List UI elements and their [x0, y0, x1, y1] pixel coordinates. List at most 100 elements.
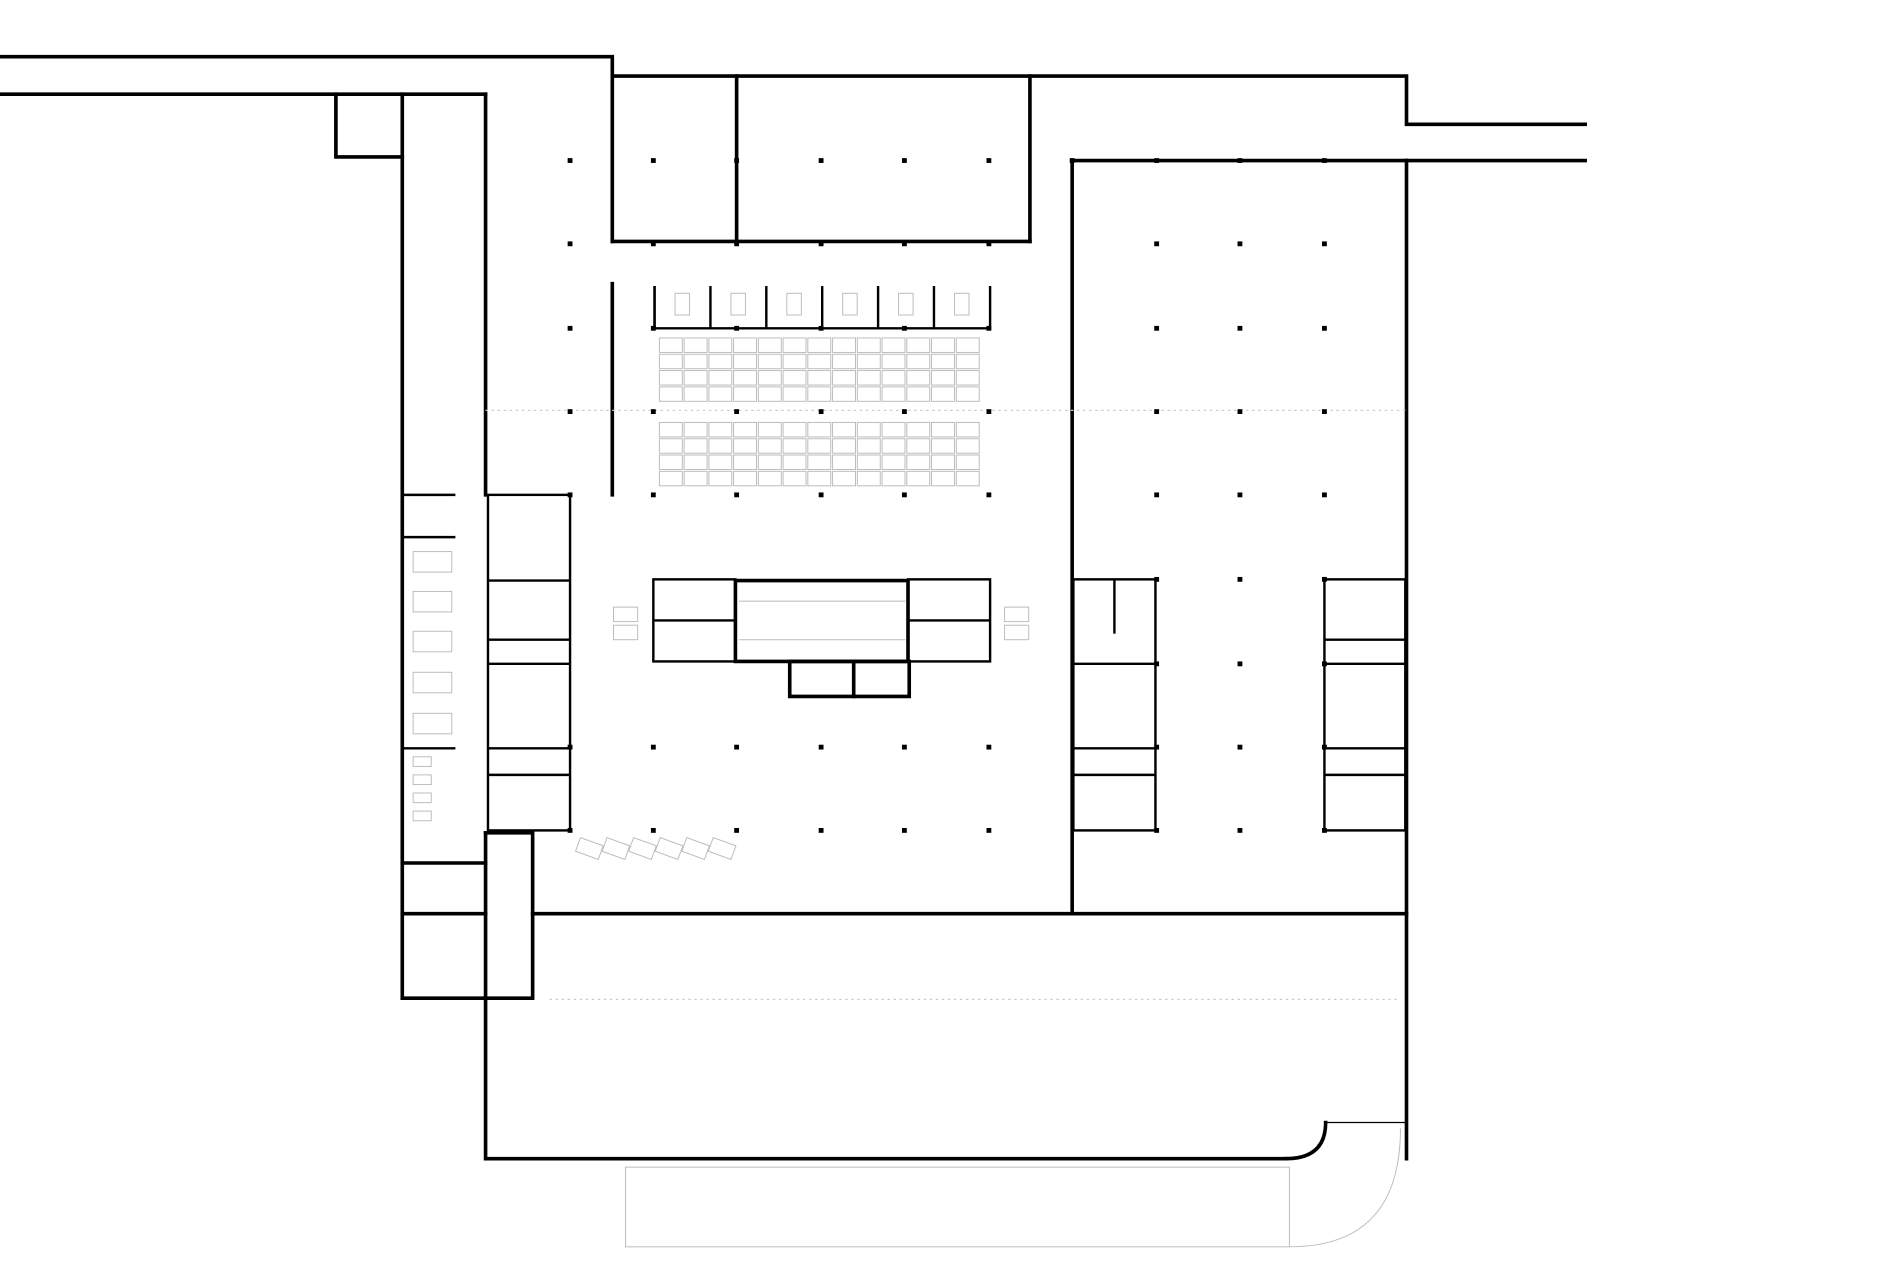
- parking-bay: [412, 590, 453, 613]
- column: [734, 744, 740, 750]
- desk: [658, 470, 683, 487]
- column: [567, 492, 573, 498]
- desk: [757, 353, 782, 370]
- desk: [733, 370, 758, 386]
- desk: [708, 370, 733, 386]
- desk: [955, 470, 980, 487]
- column: [1322, 325, 1327, 331]
- desk: [906, 438, 931, 454]
- desk: [782, 438, 807, 454]
- column: [1154, 158, 1160, 163]
- desk: [683, 337, 708, 353]
- column: [1154, 492, 1160, 498]
- desk: [683, 438, 708, 454]
- desk: [856, 454, 881, 471]
- column: [986, 409, 992, 414]
- desk: [757, 421, 782, 438]
- desk: [807, 353, 832, 370]
- desk: [807, 470, 832, 487]
- desk: [807, 370, 832, 386]
- column: [986, 241, 992, 247]
- desk: [658, 353, 683, 370]
- central-core: [652, 578, 992, 699]
- desk: [708, 438, 733, 454]
- desk: [613, 624, 639, 641]
- desk: [856, 438, 881, 454]
- column: [818, 492, 824, 498]
- column: [734, 325, 740, 331]
- desk: [955, 438, 980, 454]
- desk: [733, 386, 758, 402]
- column: [1322, 241, 1327, 247]
- column: [1322, 158, 1327, 163]
- desk: [708, 454, 733, 471]
- desk: [733, 353, 758, 370]
- column: [1237, 492, 1243, 498]
- desk: [856, 421, 881, 438]
- dashed-grid-lines: [485, 409, 1407, 1248]
- desk: [881, 470, 906, 487]
- column: [734, 409, 740, 414]
- column: [818, 827, 824, 833]
- column: [818, 744, 824, 750]
- office-desk: [730, 292, 746, 316]
- desk: [955, 370, 980, 386]
- column: [1154, 744, 1160, 750]
- desk: [931, 454, 955, 471]
- desk: [708, 421, 733, 438]
- desk: [832, 353, 856, 370]
- column: [986, 158, 992, 163]
- column: [1154, 325, 1160, 331]
- column: [818, 241, 824, 247]
- desk: [757, 386, 782, 402]
- column: [1154, 241, 1160, 247]
- structural-columns: [567, 158, 1327, 833]
- desk: [658, 337, 683, 353]
- desk: [708, 353, 733, 370]
- desk: [658, 386, 683, 402]
- desk: [683, 421, 708, 438]
- desk: [613, 606, 639, 623]
- desk: [733, 421, 758, 438]
- small-bay: [412, 774, 432, 786]
- column: [734, 827, 740, 833]
- desk: [757, 438, 782, 454]
- angled-bay: [601, 836, 631, 861]
- office-desk: [842, 292, 858, 316]
- column: [1237, 409, 1243, 414]
- desk: [757, 337, 782, 353]
- desk: [931, 470, 955, 487]
- column: [734, 492, 740, 498]
- desk: [782, 421, 807, 438]
- desk: [906, 386, 931, 402]
- desk: [931, 421, 955, 438]
- desk: [881, 386, 906, 402]
- column: [986, 827, 992, 833]
- parking-bay: [412, 712, 453, 735]
- column: [567, 409, 573, 414]
- column: [901, 241, 907, 247]
- column: [1322, 744, 1327, 750]
- column: [1237, 576, 1243, 582]
- desk: [807, 386, 832, 402]
- column: [1237, 325, 1243, 331]
- column: [1069, 158, 1075, 163]
- desk-grid: [613, 337, 1030, 641]
- column: [1322, 661, 1327, 667]
- desk: [782, 454, 807, 471]
- offices-north: [653, 286, 992, 330]
- column: [818, 325, 824, 331]
- desk: [931, 370, 955, 386]
- desk: [658, 370, 683, 386]
- angled-bay: [654, 836, 684, 861]
- column: [1237, 241, 1243, 247]
- desk: [757, 470, 782, 487]
- desk: [658, 421, 683, 438]
- desk: [832, 438, 856, 454]
- desk: [782, 353, 807, 370]
- desk: [931, 337, 955, 353]
- desk: [1004, 606, 1030, 623]
- column: [734, 158, 740, 163]
- desk: [807, 337, 832, 353]
- desk: [683, 353, 708, 370]
